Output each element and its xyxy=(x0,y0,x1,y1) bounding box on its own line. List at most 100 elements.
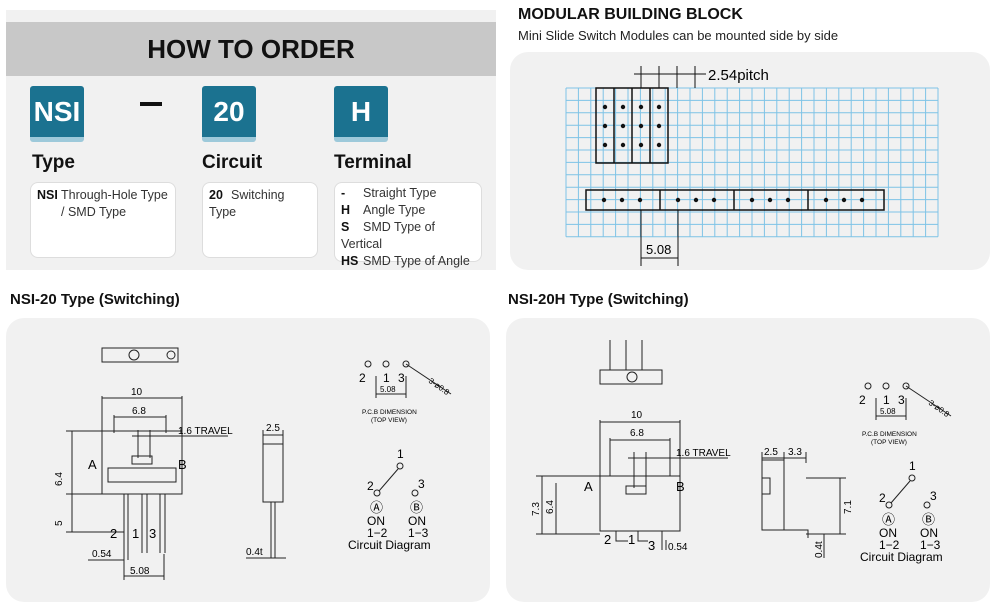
dim-0-4t: 0.4t xyxy=(814,541,825,558)
pcb-hole: 3-ø0.8 xyxy=(927,398,952,419)
state-b-on: ON xyxy=(920,526,938,540)
pin-dot xyxy=(767,197,773,203)
pin-dot xyxy=(859,197,865,203)
pin-dot xyxy=(841,197,847,203)
nsi20-panel: 10 6.8 1.6 TRAVEL A B 6.4 5 2 1 3 0.54 5… xyxy=(6,318,490,602)
pcb-dimension: 2 1 3 5.08 3-ø0.8 P.C.B DIMENSION (TOP V… xyxy=(359,360,452,424)
option-code: HS xyxy=(341,254,359,268)
pin-dot xyxy=(620,142,626,148)
pin-dot xyxy=(601,197,607,203)
dim-0-54: 0.54 xyxy=(668,542,688,553)
state-b: Ⓑ xyxy=(922,512,935,527)
pin-dot xyxy=(637,197,643,203)
node-1: 1 xyxy=(909,459,916,473)
pin-2-label: 2 xyxy=(604,532,611,547)
node-2: 2 xyxy=(367,479,374,493)
circuit-diagram: 1 2 3 Ⓐ Ⓑ ON ON 1−2 1−3 Circuit Diagram xyxy=(860,459,943,564)
option-code: NSI xyxy=(37,188,58,202)
pcb-dimension: 2 1 3 5.08 3-ø0.8 P.C.B DIMENSION (TOP V… xyxy=(859,382,952,446)
pcb-label: P.C.B DIMENSION xyxy=(362,409,417,416)
state-b-conn: 1−3 xyxy=(920,538,941,552)
modular-title: MODULAR BUILDING BLOCK xyxy=(518,6,743,23)
pcb-sublabel: (TOP VIEW) xyxy=(871,439,907,446)
option-desc: / SMD Type xyxy=(61,205,127,219)
list-item: / SMD Type xyxy=(37,204,169,221)
state-b: Ⓑ xyxy=(410,500,423,515)
pin-dot xyxy=(619,197,625,203)
nsi20-title: NSI-20 Type (Switching) xyxy=(10,291,180,308)
node-2: 2 xyxy=(879,491,886,505)
modular-grid-drawing: 2.54pitch 5.08 xyxy=(565,66,939,266)
pitch-dimension xyxy=(634,66,706,266)
option-desc: SMD Type of Angle xyxy=(363,254,470,268)
module-width-label: 5.08 xyxy=(646,242,671,257)
type-label: Type xyxy=(32,152,75,173)
pin-dot xyxy=(656,104,662,110)
dim-6-4: 6.4 xyxy=(54,472,65,486)
horizontal-modules xyxy=(585,189,885,211)
pin-dot xyxy=(602,104,608,110)
option-desc: SMD Type of Vertical xyxy=(341,220,436,251)
nsi20h-title: NSI-20H Type (Switching) xyxy=(508,291,689,308)
option-code: - xyxy=(341,186,346,200)
pin-dot xyxy=(785,197,791,203)
dim-3-3: 3.3 xyxy=(788,447,802,458)
node-1: 1 xyxy=(397,447,404,461)
pcb-pin-2: 2 xyxy=(359,371,366,385)
pin-dot xyxy=(656,142,662,148)
option-code: H xyxy=(341,203,351,217)
state-a-conn: 1−2 xyxy=(367,526,388,540)
pin-1-label: 1 xyxy=(132,526,139,541)
circuit-code-badge: 20 xyxy=(202,86,256,142)
nsi20-drawing: 10 6.8 1.6 TRAVEL A B 6.4 5 2 1 3 0.54 5… xyxy=(54,347,452,580)
list-item: HS SMD Type of Angle xyxy=(341,253,475,270)
pin-dot xyxy=(749,197,755,203)
dim-7-3: 7.3 xyxy=(531,502,542,516)
position-b: B xyxy=(178,457,187,472)
vertical-modules xyxy=(595,87,669,164)
state-a: Ⓐ xyxy=(370,500,383,515)
list-item: H Angle Type xyxy=(341,202,475,219)
pin-dot xyxy=(620,123,626,129)
option-desc: Straight Type xyxy=(363,186,437,200)
pcb-pin-3: 3 xyxy=(398,371,405,385)
state-b-on: ON xyxy=(408,514,426,528)
position-a: A xyxy=(584,479,593,494)
dim-0-54: 0.54 xyxy=(92,549,112,560)
dim-2-5: 2.5 xyxy=(764,447,778,458)
pin-dot xyxy=(620,104,626,110)
circuit-caption: Circuit Diagram xyxy=(860,550,943,564)
pcb-pin-2: 2 xyxy=(859,393,866,407)
option-desc: Angle Type xyxy=(363,203,426,217)
option-code: S xyxy=(341,220,350,234)
circuit-caption: Circuit Diagram xyxy=(348,538,431,552)
pcb-pitch: 5.08 xyxy=(380,385,396,394)
pcb-pitch: 5.08 xyxy=(880,407,896,416)
pin-dot xyxy=(711,197,717,203)
pin-dot xyxy=(823,197,829,203)
dim-6-8: 6.8 xyxy=(132,406,146,417)
pin-dot xyxy=(675,197,681,203)
state-a: Ⓐ xyxy=(882,512,895,527)
nsi20h-panel: 10 6.8 1.6 TRAVEL A B 7.3 6.4 2 1 3 0.54… xyxy=(506,318,990,602)
type-code-badge: NSI xyxy=(30,86,84,142)
circuit-diagram: 1 2 3 Ⓐ Ⓑ ON ON 1−2 1−3 Circuit Diagram xyxy=(348,447,431,552)
dim-10: 10 xyxy=(631,410,643,421)
pin-1-label: 1 xyxy=(628,532,635,547)
pcb-label: P.C.B DIMENSION xyxy=(862,431,917,438)
pcb-pin-3: 3 xyxy=(898,393,905,407)
pin-dot xyxy=(638,104,644,110)
separator-dash xyxy=(140,102,162,106)
pcb-hole: 3-ø0.8 xyxy=(427,376,452,397)
dim-6-4: 6.4 xyxy=(545,500,556,514)
position-a: A xyxy=(88,457,97,472)
how-to-order-title: HOW TO ORDER xyxy=(6,22,496,76)
dim-2-5: 2.5 xyxy=(266,423,280,434)
pin-dot xyxy=(638,142,644,148)
pin-dots xyxy=(601,104,865,203)
terminal-label: Terminal xyxy=(334,152,412,173)
